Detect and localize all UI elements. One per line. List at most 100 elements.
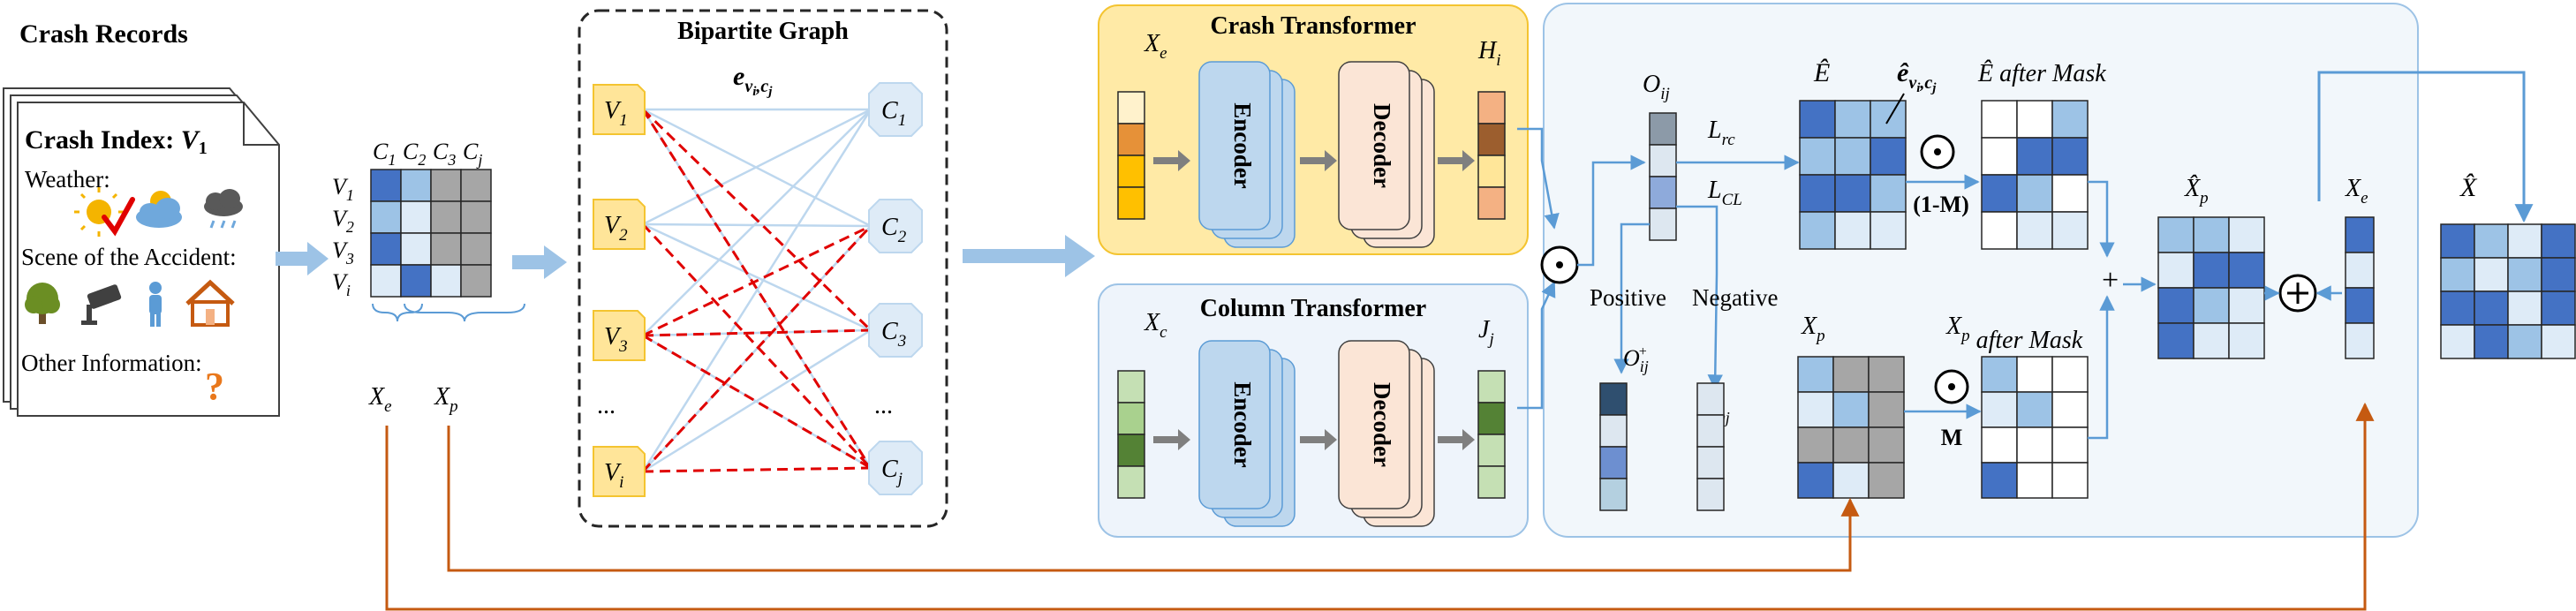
ehat-mask-grid-cell xyxy=(1981,100,2018,139)
graph-edge-highlighted xyxy=(641,108,873,332)
transformer-output-vector xyxy=(1477,370,1506,499)
transformer-output-vector-cell xyxy=(1477,91,1506,124)
v-node-label: V3 xyxy=(604,323,628,356)
ehat-mask-grid-cell xyxy=(2016,211,2053,250)
matrix-grid-cell xyxy=(400,200,432,234)
graph-edge-highlighted xyxy=(641,224,873,473)
cloud-sun-icon xyxy=(136,191,182,228)
xe-panel-label: Xe xyxy=(2345,175,2368,207)
c-node xyxy=(868,199,923,253)
xp-mask-grid-cell xyxy=(1981,391,2018,428)
mask-operator-dot xyxy=(1934,148,1941,155)
decoder-layer xyxy=(1338,340,1410,509)
ehat-mask-grid-cell xyxy=(2051,137,2089,176)
crash-index-label: Crash Index: V1 xyxy=(25,125,208,158)
xp-mask-grid xyxy=(1981,356,2089,499)
ehat-grid-cell xyxy=(1799,211,1836,250)
lcl-label: LCL xyxy=(1707,177,1742,209)
matrix-grid-cell xyxy=(400,264,432,298)
output-connector-line xyxy=(2317,71,2534,223)
graph-edge xyxy=(642,225,872,472)
graph-edge xyxy=(642,223,872,228)
graph-edge-highlighted xyxy=(641,223,873,470)
transformer-output-vector-cell xyxy=(1477,402,1506,435)
xp-grid-cell xyxy=(1797,356,1834,393)
transformer-input-vector-cell xyxy=(1117,370,1145,404)
transformer-input-vector xyxy=(1117,91,1145,220)
ehat-mask-grid-cell xyxy=(2016,100,2053,139)
xhatp-grid-cell xyxy=(2157,287,2195,324)
xe-vector-cell xyxy=(2345,287,2375,324)
ehat-edge-label: êvi,cj xyxy=(1897,58,1937,95)
xp-mask-to-plus-line xyxy=(2088,295,2115,440)
oqj-vector xyxy=(1696,382,1725,511)
xhat-grid-cell xyxy=(2541,223,2576,259)
xp-grid-cell xyxy=(1797,426,1834,464)
oij-vector-cell xyxy=(1649,112,1677,146)
transformer-input-vector-cell xyxy=(1117,155,1145,188)
ehat-mask-grid-cell xyxy=(1981,211,2018,250)
o-plus-vector-cell xyxy=(1599,382,1628,416)
matrix-grid-cell xyxy=(460,232,492,266)
xp-feedback-line xyxy=(447,426,1860,572)
xhat-grid-cell xyxy=(2440,324,2475,359)
ehat-mask-grid-cell xyxy=(2051,211,2089,250)
transformer-output-vector-cell xyxy=(1477,434,1506,467)
decoder-label: Decoder xyxy=(1369,382,1395,467)
xhatp-grid-cell xyxy=(2193,252,2230,289)
encoder-layer xyxy=(1198,340,1271,509)
person-icon xyxy=(149,282,162,327)
transformer-output-vector-cell xyxy=(1477,186,1506,220)
oij-to-negative-line xyxy=(1676,205,1723,390)
crash-transformer-title: Crash Transformer xyxy=(1210,12,1416,40)
graph-edge xyxy=(642,108,872,226)
transformer-input-label: Xc xyxy=(1144,309,1167,342)
oij-vector-cell xyxy=(1649,176,1677,209)
o-plus-vector-cell xyxy=(1599,446,1628,479)
xhat-grid-cell xyxy=(2507,290,2542,326)
encoder-layer xyxy=(1198,61,1271,230)
xp-grid-cell xyxy=(1868,426,1905,464)
xp-grid-cell xyxy=(1868,462,1905,499)
xhatp-grid-cell xyxy=(2228,216,2265,253)
ehat-mask-grid-cell xyxy=(2016,174,2053,213)
o-plus-vector-cell xyxy=(1599,478,1628,511)
xhatp-grid-cell xyxy=(2193,287,2230,324)
xe-vector-cell xyxy=(2345,322,2375,359)
crash-records-title: Crash Records xyxy=(19,19,188,49)
xp-mask-grid-cell xyxy=(2016,356,2053,393)
matrix-col-header: C3 xyxy=(433,139,456,169)
encoder-to-decoder-arrow xyxy=(1300,429,1337,450)
matrix-grid-cell xyxy=(370,169,402,202)
ehat-grid-cell xyxy=(1870,174,1907,213)
xhatp-grid-cell xyxy=(2228,322,2265,359)
graph-edge xyxy=(642,109,872,336)
xp-mask-grid-cell xyxy=(2051,426,2089,464)
xhatp-grid-cell xyxy=(2193,322,2230,359)
ehat-grid-cell xyxy=(1834,137,1871,176)
c-node-label: C2 xyxy=(881,214,907,246)
input-arrow xyxy=(1153,429,1190,450)
ehat-grid-cell xyxy=(1799,137,1836,176)
transformer-input-vector-cell xyxy=(1117,186,1145,220)
encoder-label: Encoder xyxy=(1229,102,1256,189)
v-ellipsis: ... xyxy=(597,392,616,419)
matrix-row-header: Vi xyxy=(332,269,351,299)
xp-label: Xp xyxy=(434,383,458,416)
xhat-grid xyxy=(2440,223,2576,359)
transformer-output-vector-cell xyxy=(1477,155,1506,188)
xe-vector-cell xyxy=(2345,252,2375,289)
xhat-grid-cell xyxy=(2507,324,2542,359)
column-transformer-title: Column Transformer xyxy=(1200,295,1426,322)
flow-arrow-records-to-matrix xyxy=(276,242,329,275)
house-icon xyxy=(185,279,235,327)
oqj-vector-cell xyxy=(1696,414,1725,448)
ehat-grid xyxy=(1799,100,1907,250)
ehat-mask-grid xyxy=(1981,100,2089,250)
transformer-input-vector-cell xyxy=(1117,465,1145,499)
c-node xyxy=(868,303,923,358)
matrix-col-header: C1 xyxy=(373,139,396,169)
transformer-output-vector-cell xyxy=(1477,465,1506,499)
